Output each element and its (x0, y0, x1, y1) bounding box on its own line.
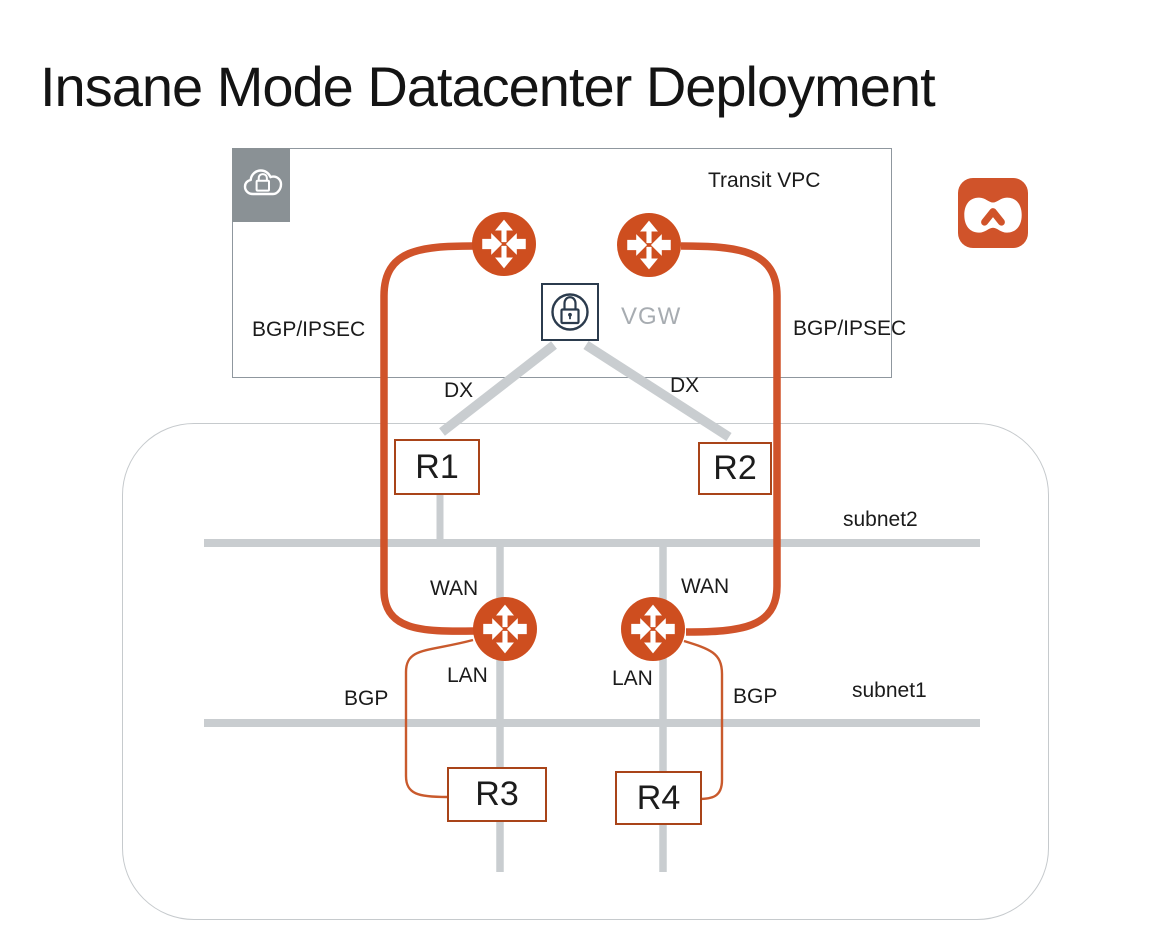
subnet2-label: subnet2 (843, 508, 918, 531)
bgp-label-right: BGP (733, 685, 778, 708)
bgp-ipsec-tunnel-right (680, 242, 781, 636)
router-icon (617, 213, 681, 277)
router-icon (473, 597, 537, 661)
vgw-lock-icon (541, 283, 599, 341)
secure-cloud-lock-icon (243, 169, 283, 196)
wan-label-left: WAN (430, 577, 479, 600)
aviatrix-logo (958, 178, 1028, 248)
router-node-r1: R1 (394, 439, 480, 495)
lan-label-right: LAN (612, 667, 653, 690)
transit-vpc-label: Transit VPC (708, 169, 821, 192)
bgp-link-r4 (683, 639, 724, 801)
dx-label-left: DX (444, 379, 474, 402)
router-icon (621, 597, 685, 661)
page-title: Insane Mode Datacenter Deployment (40, 54, 936, 118)
router-node-r4: R4 (615, 771, 702, 825)
router-node-r2: R2 (698, 442, 772, 495)
dx-label-right: DX (670, 374, 700, 397)
vgw-label: VGW (621, 303, 682, 330)
router-node-r3: R3 (447, 767, 547, 822)
bgp-label-left: BGP (344, 687, 389, 710)
bgp-ipsec-tunnel-left (380, 242, 475, 635)
datacenter-container (122, 423, 1049, 920)
router-icon (472, 212, 536, 276)
wan-label-right: WAN (681, 575, 730, 598)
lan-label-left: LAN (447, 664, 488, 687)
router-node-label: R2 (713, 449, 757, 487)
bgp-ipsec-label-right: BGP/IPSEC (793, 317, 907, 340)
subnet1-label: subnet1 (852, 679, 927, 702)
transit-vpc-container (232, 148, 892, 378)
dx-link-right (583, 341, 732, 441)
router-node-label: R3 (475, 775, 519, 813)
bgp-ipsec-label-left: BGP/IPSEC (252, 318, 366, 341)
router-node-label: R4 (636, 778, 681, 817)
bgp-link-r3 (404, 638, 474, 799)
dx-link-left (439, 341, 557, 436)
router-node-label: R1 (415, 447, 459, 486)
